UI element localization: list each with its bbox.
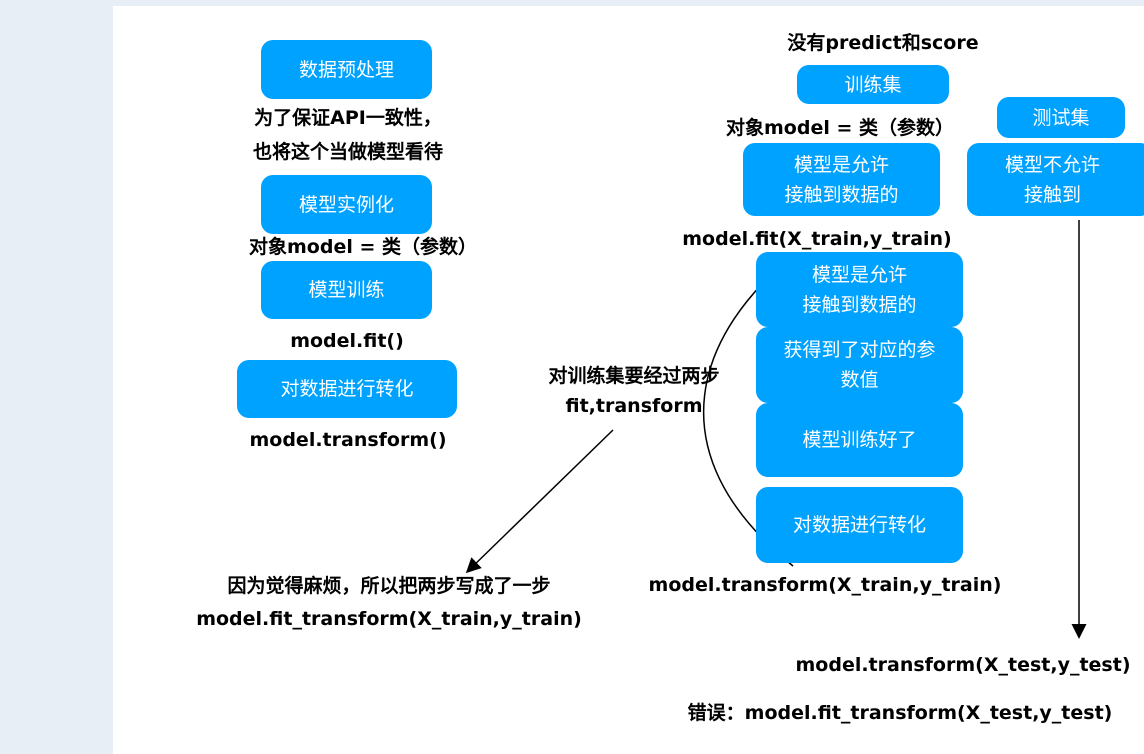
- note-two-steps-1: 对训练集要经过两步: [548, 365, 720, 387]
- box-not-allowed: 模型不允许 接触到: [967, 143, 1144, 216]
- box-transform: 对数据进行转化: [237, 360, 457, 418]
- sidebar: [0, 0, 113, 754]
- stack-trained: 模型训练好了: [756, 403, 963, 477]
- code-fit: model.fit(): [290, 330, 404, 352]
- stack-transform: 对数据进行转化: [756, 487, 963, 563]
- note-api-2: 也将这个当做模型看待: [252, 141, 444, 163]
- box-preprocess: 数据预处理: [261, 40, 432, 99]
- no-predict-note: 没有predict和score: [787, 32, 979, 54]
- code-fit-train: model.fit(X_train,y_train): [682, 228, 952, 250]
- top-bar: [113, 0, 1144, 6]
- code-instantiate: 对象model = 类（参数）: [248, 236, 478, 258]
- arrow-to-fit-transform: [465, 429, 614, 574]
- code-transform-train: model.transform(X_train,y_train): [648, 574, 1002, 596]
- code-transform-test: model.transform(X_test,y_test): [795, 654, 1131, 676]
- box-train: 模型训练: [261, 261, 432, 319]
- box-trainset: 训练集: [797, 65, 949, 104]
- box-instantiate: 模型实例化: [261, 175, 432, 234]
- code-transform: model.transform(): [249, 429, 447, 451]
- box-allowed: 模型是允许 接触到数据的: [743, 143, 940, 216]
- stack-allowed: 模型是允许 接触到数据的: [756, 252, 963, 327]
- stack-params: 获得到了对应的参 数值: [756, 327, 963, 403]
- note-api-1: 为了保证API一致性，: [254, 107, 442, 129]
- note-merge-2: model.fit_transform(X_train,y_train): [196, 608, 582, 630]
- box-testset: 测试集: [997, 97, 1125, 138]
- note-two-steps-2: fit,transform: [565, 395, 703, 417]
- code-instantiate-right: 对象model = 类（参数）: [725, 117, 955, 139]
- note-merge-1: 因为觉得麻烦，所以把两步写成了一步: [227, 575, 551, 597]
- code-wrong: 错误：model.fit_transform(X_test,y_test): [687, 702, 1113, 724]
